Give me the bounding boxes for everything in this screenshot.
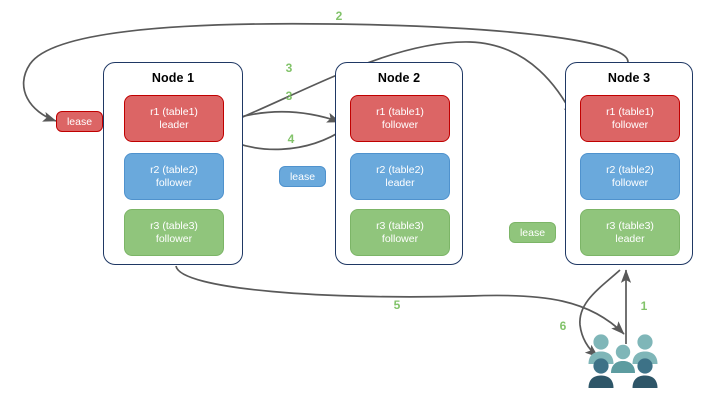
replica-name: r3 (table3) xyxy=(376,219,424,232)
lease-badge-table2[interactable]: lease xyxy=(279,166,326,187)
replica-name: r2 (table2) xyxy=(150,163,198,176)
replica-role: leader xyxy=(385,176,415,189)
replica-node1-r3[interactable]: r3 (table3) follower xyxy=(124,209,224,256)
node-box-node2[interactable]: Node 2 r1 (table1) follower r2 (table2) … xyxy=(335,62,463,265)
replica-name: r3 (table3) xyxy=(150,219,198,232)
step-label-5: 5 xyxy=(393,298,401,312)
lease-badge-table1[interactable]: lease xyxy=(56,111,103,132)
replica-node3-r3[interactable]: r3 (table3) leader xyxy=(580,209,680,256)
lease-badge-table3[interactable]: lease xyxy=(509,222,556,243)
replica-name: r1 (table1) xyxy=(606,105,654,118)
replica-name: r1 (table1) xyxy=(376,105,424,118)
step-label-6: 6 xyxy=(559,319,567,333)
replica-role: follower xyxy=(611,176,649,189)
replica-name: r1 (table1) xyxy=(150,105,198,118)
replica-name: r2 (table2) xyxy=(606,163,654,176)
replica-node2-r2[interactable]: r2 (table2) leader xyxy=(350,153,450,200)
replica-role: follower xyxy=(155,176,193,189)
replica-node1-r2[interactable]: r2 (table2) follower xyxy=(124,153,224,200)
replica-role: leader xyxy=(615,232,645,245)
node-box-node3[interactable]: Node 3 r1 (table1) follower r2 (table2) … xyxy=(565,62,693,265)
step-label-3-short: 3 xyxy=(285,89,293,103)
replica-name: r3 (table3) xyxy=(606,219,654,232)
replica-role: leader xyxy=(159,118,189,131)
step-label-3-long: 3 xyxy=(285,61,293,75)
replica-role: follower xyxy=(381,232,419,245)
replica-node2-r1[interactable]: r1 (table1) follower xyxy=(350,95,450,142)
replica-name: r2 (table2) xyxy=(376,163,424,176)
step-label-1: 1 xyxy=(640,299,648,313)
replica-role: follower xyxy=(155,232,193,245)
users-icon xyxy=(588,334,658,388)
node-title: Node 2 xyxy=(377,71,421,85)
node-title: Node 3 xyxy=(607,71,651,85)
replica-role: follower xyxy=(611,118,649,131)
node-box-node1[interactable]: Node 1 r1 (table1) leader r2 (table2) fo… xyxy=(103,62,243,265)
step-label-2: 2 xyxy=(335,9,343,23)
node-title: Node 1 xyxy=(151,71,195,85)
replica-node3-r1[interactable]: r1 (table1) follower xyxy=(580,95,680,142)
step-label-4: 4 xyxy=(287,132,295,146)
replica-node3-r2[interactable]: r2 (table2) follower xyxy=(580,153,680,200)
replica-node2-r3[interactable]: r3 (table3) follower xyxy=(350,209,450,256)
replica-role: follower xyxy=(381,118,419,131)
replica-node1-r1[interactable]: r1 (table1) leader xyxy=(124,95,224,142)
